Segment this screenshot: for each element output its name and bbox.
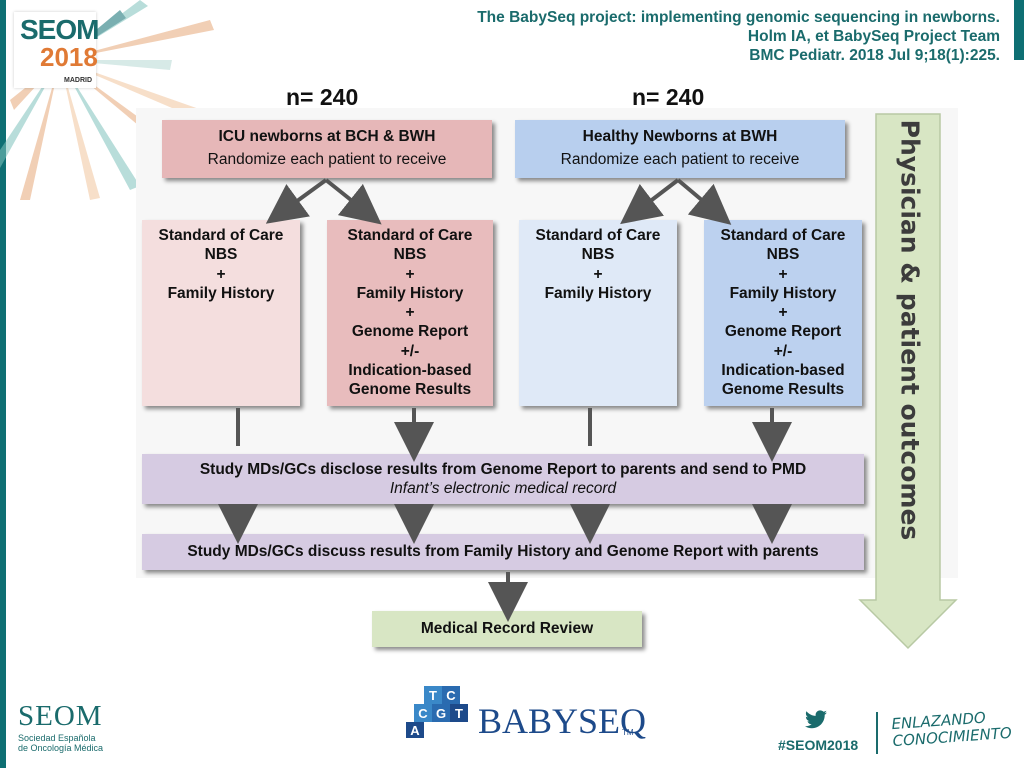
healthy-arm-standard-box: Standard of Care NBS + Family History bbox=[519, 220, 677, 406]
disclose-results-box: Study MDs/GCs disclose results from Geno… bbox=[142, 454, 864, 504]
cube-letter: C bbox=[446, 688, 456, 703]
footer-divider bbox=[876, 712, 878, 754]
arm-line: +/- bbox=[773, 342, 793, 360]
babyseq-trademark: TM bbox=[622, 728, 634, 737]
arm-line: Indication-based bbox=[348, 362, 472, 380]
arrow-healthy-to-standard bbox=[620, 178, 680, 225]
icu-newborns-box: ICU newborns at BCH & BWH Randomize each… bbox=[162, 120, 492, 178]
icu-arm-genome-box: Standard of Care NBS + Family History + … bbox=[327, 220, 493, 406]
hashtag: #SEOM2018 bbox=[778, 737, 859, 753]
left-group-count: n= 240 bbox=[286, 84, 359, 110]
right-group-count: n= 240 bbox=[632, 84, 705, 110]
arm-line: + bbox=[405, 304, 415, 322]
arm-line: + bbox=[405, 265, 415, 283]
arm-line: Genome Report bbox=[724, 323, 842, 341]
discuss-results-box: Study MDs/GCs discuss results from Famil… bbox=[142, 534, 864, 570]
babyseq-wordmark: BABYSEQ bbox=[478, 701, 647, 741]
medical-record-review-text: Medical Record Review bbox=[420, 620, 594, 637]
arm-line: + bbox=[216, 265, 226, 283]
arm-line: Genome Results bbox=[348, 381, 472, 399]
cube-letter: T bbox=[455, 706, 463, 721]
cube-letter: G bbox=[436, 706, 446, 721]
cube-letter: C bbox=[418, 706, 428, 721]
arm-line: + bbox=[778, 265, 788, 283]
seom-2018-logo bbox=[14, 12, 96, 88]
arm-line: + bbox=[593, 265, 603, 283]
seom-footer-subtitle: Sociedad Española de Oncología Médica bbox=[18, 733, 103, 753]
healthy-newborns-title: Healthy Newborns at BWH bbox=[582, 128, 778, 145]
arm-line: Standard of Care bbox=[535, 227, 661, 244]
disclose-results-text: Study MDs/GCs disclose results from Geno… bbox=[199, 461, 807, 478]
babyseq-cube-icon: T C C G T A bbox=[406, 686, 468, 738]
arrow-healthy-to-genome bbox=[676, 178, 732, 225]
seom-footer-logo: SEOM bbox=[18, 700, 103, 732]
arm-line: Standard of Care bbox=[347, 227, 473, 244]
icu-newborns-title: ICU newborns at BCH & BWH bbox=[218, 128, 436, 145]
seom-logo-text: SEOM bbox=[20, 14, 99, 45]
arm-line: Family History bbox=[167, 284, 275, 302]
arrow-icu-to-standard bbox=[265, 178, 328, 224]
arm-line: NBS bbox=[766, 246, 800, 264]
icu-arm-standard-box: Standard of Care NBS + Family History bbox=[142, 220, 300, 406]
seom-footer-sub2: de Oncología Médica bbox=[18, 743, 104, 753]
healthy-randomize-text: Randomize each patient to receive bbox=[560, 151, 800, 169]
outcomes-label: Physician & patient outcomes bbox=[895, 119, 925, 541]
arm-line: Standard of Care bbox=[720, 227, 846, 244]
cube-letter: T bbox=[429, 688, 437, 703]
arm-line: NBS bbox=[393, 246, 427, 264]
arm-line: Indication-based bbox=[721, 362, 845, 380]
cube-letter: A bbox=[410, 723, 420, 738]
healthy-newborns-box: Healthy Newborns at BWH Randomize each p… bbox=[515, 120, 845, 178]
outcomes-arrow bbox=[858, 113, 958, 650]
left-accent-bar bbox=[0, 0, 6, 768]
arrow-icu-to-genome bbox=[324, 178, 382, 225]
citation-authors: Holm IA, et BabySeq Project Team bbox=[747, 28, 1000, 45]
arm-line: Genome Results bbox=[721, 381, 845, 399]
discuss-results-text: Study MDs/GCs discuss results from Famil… bbox=[187, 543, 819, 560]
citation: The BabySeq project: implementing genomi… bbox=[477, 8, 1000, 65]
arm-line: Family History bbox=[356, 284, 464, 302]
citation-journal: BMC Pediatr. 2018 Jul 9;18(1):225. bbox=[749, 47, 1000, 64]
icu-randomize-text: Randomize each patient to receive bbox=[207, 151, 447, 169]
arm-line: Standard of Care bbox=[158, 227, 284, 244]
arm-line: NBS bbox=[581, 246, 615, 264]
citation-title: The BabySeq project: implementing genomi… bbox=[477, 9, 1000, 26]
seom-footer-sub1: Sociedad Española bbox=[18, 733, 96, 743]
arm-line: Family History bbox=[544, 284, 652, 302]
arm-line: NBS bbox=[204, 246, 238, 264]
seom-logo-city: MADRID bbox=[64, 77, 92, 84]
arm-line: Family History bbox=[729, 284, 837, 302]
healthy-arm-genome-box: Standard of Care NBS + Family History + … bbox=[704, 220, 862, 406]
twitter-bird-icon bbox=[805, 710, 827, 729]
medical-record-text: Infant’s electronic medical record bbox=[389, 480, 617, 498]
arm-line: +/- bbox=[400, 342, 420, 360]
arm-line: Genome Report bbox=[351, 323, 469, 341]
seom-logo-year: 2018 bbox=[40, 42, 98, 72]
right-accent-bar bbox=[1014, 0, 1024, 60]
arm-line: + bbox=[778, 304, 788, 322]
